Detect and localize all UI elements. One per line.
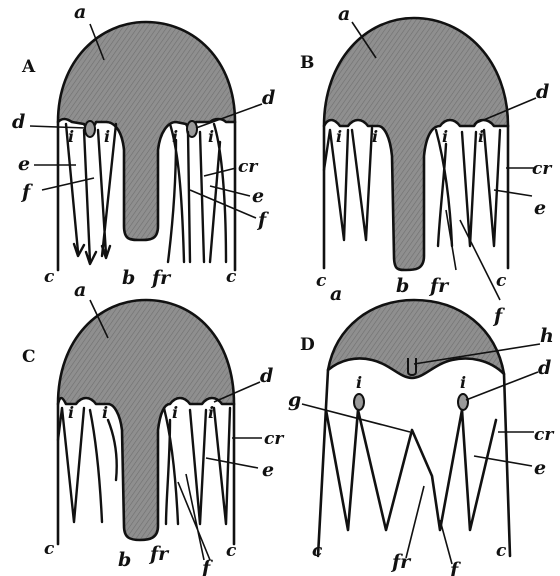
panel-d-label-f: f: [448, 559, 461, 576]
panel-a-label-f-left: f: [20, 181, 33, 203]
panel-label-d: D: [300, 335, 315, 355]
panel-d-label-g: g: [288, 389, 301, 411]
panel-b-label-f: f: [492, 305, 505, 327]
panel-b-label-d: d: [536, 81, 549, 103]
panel-b-label-i3: i: [442, 127, 448, 146]
panel-b-label-fr: fr: [428, 275, 450, 297]
panel-a-label-i2: i: [104, 127, 110, 146]
panel-b-label-a: a: [338, 3, 350, 25]
panel-a-label-d-right: d: [262, 87, 275, 109]
panel-b-label-c-left: c: [316, 271, 327, 291]
panel-a-label-i3: i: [172, 127, 178, 146]
panel-a-label-e-left: e: [18, 153, 30, 175]
panel-d-label-c-right: c: [496, 541, 507, 561]
panel-b-label-i1: i: [336, 127, 342, 146]
panel-a-label-c-left: c: [44, 267, 55, 287]
panel-c-label-fr: fr: [148, 543, 170, 565]
panel-d-label-i1: i: [356, 373, 362, 392]
panel-a-label-i4: i: [208, 127, 214, 146]
panel-c-label-c-left: c: [44, 539, 55, 559]
panel-c-label-b: b: [118, 549, 131, 571]
panel-d-knob-left: [354, 394, 364, 410]
panel-d-inner-zigzag: [326, 410, 496, 530]
panel-a-label-c-right: c: [226, 267, 237, 287]
panel-d-label-i2: i: [460, 373, 466, 392]
panel-c-label-f: f: [200, 557, 213, 576]
panel-c-left-tentacles: [58, 408, 117, 522]
panel-d-label-h: h: [540, 325, 554, 347]
panel-a-label-fr: fr: [150, 267, 172, 289]
panel-c-label-i2: i: [102, 403, 108, 422]
panel-d-knob-right: [458, 394, 468, 410]
panel-a-label-a: a: [74, 1, 86, 23]
panel-d-label-a: a: [330, 283, 342, 305]
panel-b-label-c-right: c: [496, 271, 507, 291]
panel-b-label-cr: cr: [532, 159, 552, 179]
panel-b-label-i2: i: [372, 127, 378, 146]
panel-b-left-tentacles: [324, 128, 372, 240]
panel-d: D a h i i d g cr e c fr f c: [288, 283, 554, 576]
panel-b-label-i4: i: [478, 127, 484, 146]
panel-c-label-a: a: [74, 279, 86, 301]
panel-c-label-i1: i: [68, 403, 74, 422]
panel-c-right-tentacles: [164, 408, 230, 524]
panel-c-label-d: d: [260, 365, 273, 387]
panel-label-b: B: [300, 53, 314, 73]
panel-a-knob-left: [85, 121, 95, 137]
panel-d-label-c-left: c: [312, 541, 323, 561]
panel-a: A a d d i i i i e f cr e f c b fr c: [12, 1, 275, 289]
panel-c-label-e: e: [262, 459, 274, 481]
panel-c: C a d i i i i cr e c b fr f c: [22, 279, 284, 576]
panel-a-label-b: b: [122, 267, 135, 289]
panel-label-a: A: [21, 57, 36, 77]
panel-a-label-e-right: e: [252, 185, 264, 207]
panel-a-label-f-right: f: [256, 209, 269, 231]
panel-d-label-e: e: [534, 457, 546, 479]
panel-c-label-i4: i: [208, 403, 214, 422]
panel-d-h-tube: [408, 358, 416, 375]
panel-b-label-e: e: [534, 197, 546, 219]
panel-c-label-i3: i: [172, 403, 178, 422]
panel-d-left-wall: [318, 370, 328, 556]
panel-a-label-i1: i: [68, 127, 74, 146]
panel-d-label-cr: cr: [534, 425, 554, 445]
panel-b: B a d i i i i cr e c b fr c f: [300, 3, 552, 327]
panel-a-label-cr: cr: [238, 157, 258, 177]
panel-c-label-c-right: c: [226, 541, 237, 561]
panel-c-label-cr: cr: [264, 429, 284, 449]
panel-b-label-b: b: [396, 275, 409, 297]
panel-b-right-tentacles: [436, 130, 500, 246]
panel-a-label-d-left: d: [12, 111, 25, 133]
panel-d-label-fr: fr: [390, 551, 412, 573]
panel-d-right-wall: [504, 374, 510, 556]
panel-d-label-d: d: [538, 357, 551, 379]
panel-label-c: C: [22, 347, 36, 367]
